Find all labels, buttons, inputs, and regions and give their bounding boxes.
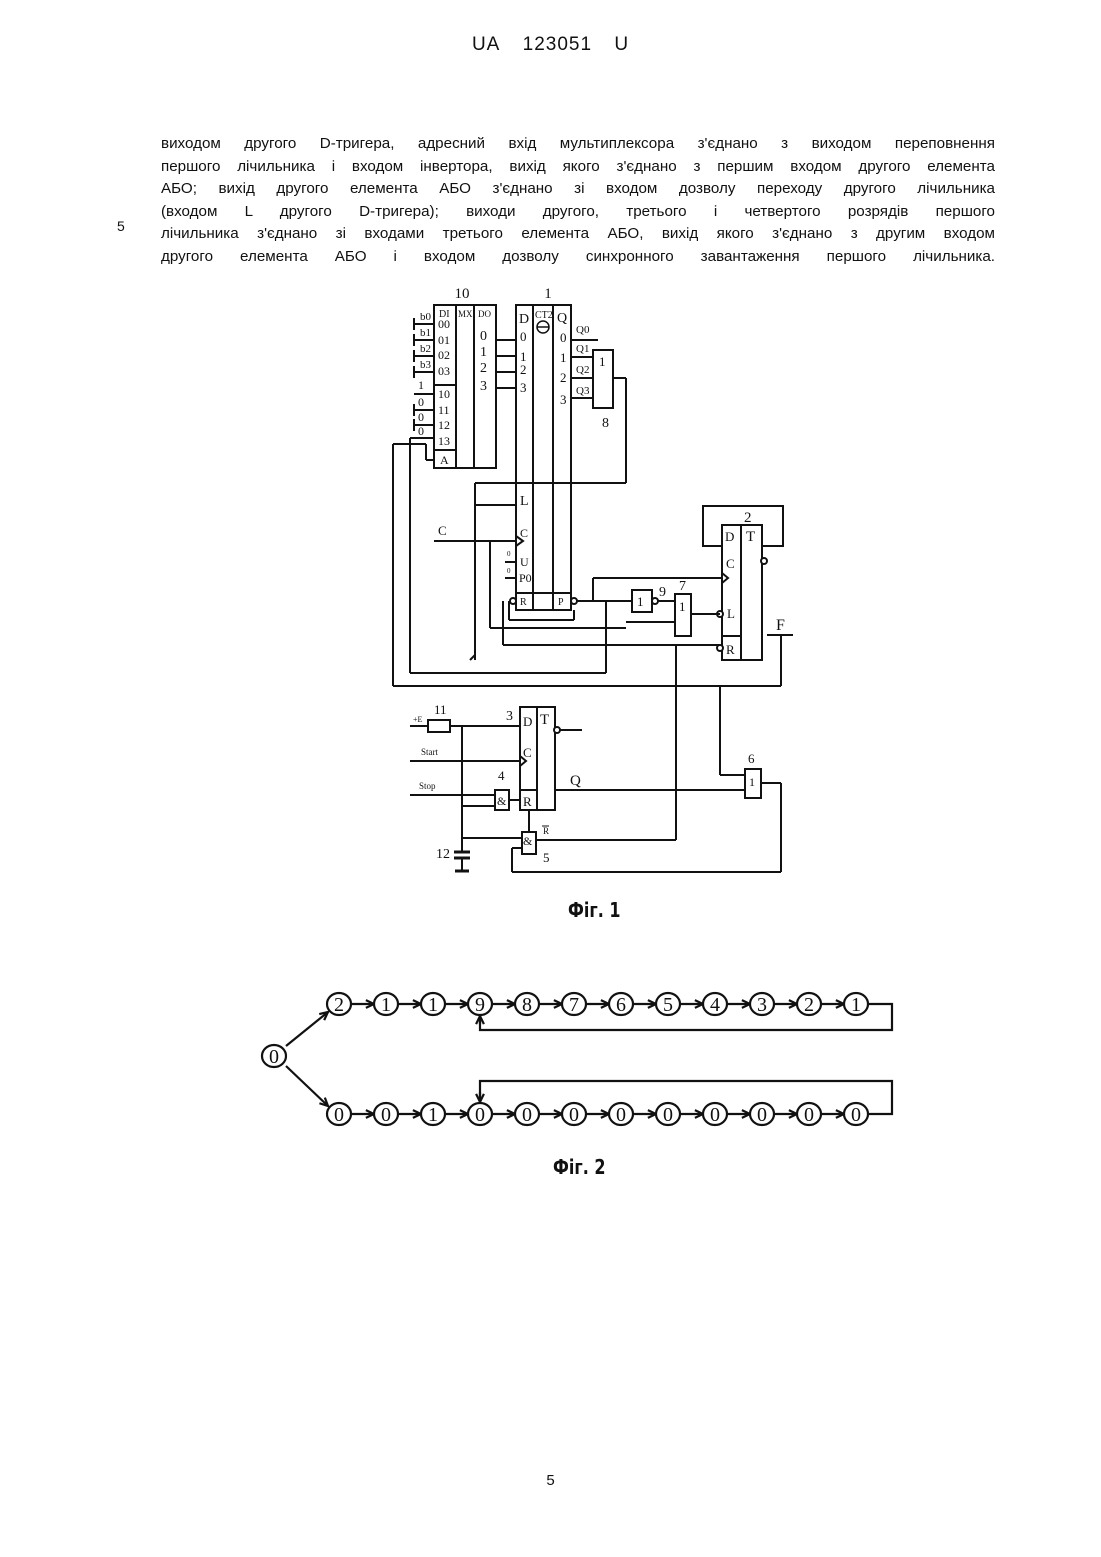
bottom-state-node: 0: [797, 1103, 821, 1126]
state-label: 7: [569, 994, 579, 1016]
transition-arrow: [774, 1110, 797, 1118]
top-state-node: 3: [750, 993, 774, 1016]
transition-arrow: [351, 1000, 374, 1008]
top-state-node: 1: [374, 993, 398, 1016]
page-number: 5: [0, 1472, 1101, 1489]
transition-arrow: [351, 1110, 374, 1118]
top-state-node: 2: [797, 993, 821, 1016]
transition-arrow: [539, 1110, 562, 1118]
state-label: 0: [381, 1104, 391, 1126]
transition-arrow: [398, 1000, 421, 1008]
state-label: 0: [851, 1104, 861, 1126]
transition-arrow: [680, 1000, 703, 1008]
transition-arrow: [727, 1110, 750, 1118]
bottom-state-node: 0: [750, 1103, 774, 1126]
state-label: 0: [710, 1104, 720, 1126]
state-label: 5: [663, 994, 673, 1016]
transition-arrow: [398, 1110, 421, 1118]
start-state-node: 0: [262, 1045, 286, 1068]
transition-arrow: [492, 1000, 515, 1008]
transition-arrow: [774, 1000, 797, 1008]
bottom-state-node: 0: [844, 1103, 868, 1126]
transition-arrow: [586, 1000, 609, 1008]
bottom-state-node: 0: [327, 1103, 351, 1126]
state-label: 2: [804, 994, 814, 1016]
state-label: 1: [381, 994, 391, 1016]
state-label: 4: [710, 994, 720, 1016]
state-label: 0: [804, 1104, 814, 1126]
state-label: 0: [334, 1104, 344, 1126]
bottom-state-node: 0: [515, 1103, 539, 1126]
top-state-node: 6: [609, 993, 633, 1016]
transition-arrow: [492, 1110, 515, 1118]
top-state-node: 9: [468, 993, 492, 1016]
state-label: 1: [428, 1104, 438, 1126]
top-state-node: 8: [515, 993, 539, 1016]
state-label: 6: [616, 994, 626, 1016]
state-label: 0: [522, 1104, 532, 1126]
transition-arrow: [539, 1000, 562, 1008]
bottom-state-node: 0: [656, 1103, 680, 1126]
transition-arrow: [633, 1110, 656, 1118]
top-state-node: 5: [656, 993, 680, 1016]
transition-arrow: [286, 1012, 328, 1046]
transition-arrow: [821, 1110, 844, 1118]
transition-arrow: [821, 1000, 844, 1008]
state-label: 1: [851, 994, 861, 1016]
state-label: 0: [269, 1046, 279, 1068]
state-label: 0: [663, 1104, 673, 1126]
state-label: 8: [522, 994, 532, 1016]
bottom-state-node: 1: [421, 1103, 445, 1126]
bottom-state-node: 0: [468, 1103, 492, 1126]
transition-arrow: [476, 1016, 484, 1024]
state-label: 0: [757, 1104, 767, 1126]
top-state-node: 1: [421, 993, 445, 1016]
figure-2-caption: Фіг. 2: [553, 1155, 606, 1179]
bottom-state-node: 0: [609, 1103, 633, 1126]
state-label: 0: [475, 1104, 485, 1126]
bottom-state-node: 0: [703, 1103, 727, 1126]
state-label: 9: [475, 994, 485, 1016]
top-state-node: 2: [327, 993, 351, 1016]
transition-arrow: [633, 1000, 656, 1008]
transition-arrow: [445, 1000, 468, 1008]
top-loop-line: [480, 1004, 892, 1030]
top-state-node: 4: [703, 993, 727, 1016]
bottom-state-node: 0: [374, 1103, 398, 1126]
bottom-loop-line: [480, 1081, 892, 1114]
state-label: 0: [616, 1104, 626, 1126]
state-label: 0: [569, 1104, 579, 1126]
transition-arrow: [476, 1092, 484, 1102]
state-label: 2: [334, 994, 344, 1016]
transition-arrow: [586, 1110, 609, 1118]
bottom-state-node: 0: [562, 1103, 586, 1126]
state-label: 3: [757, 994, 767, 1016]
transition-arrow: [727, 1000, 750, 1008]
top-state-node: 7: [562, 993, 586, 1016]
transition-arrow: [286, 1066, 328, 1106]
top-state-node: 1: [844, 993, 868, 1016]
transition-arrow: [445, 1110, 468, 1118]
transition-arrow: [680, 1110, 703, 1118]
state-label: 1: [428, 994, 438, 1016]
